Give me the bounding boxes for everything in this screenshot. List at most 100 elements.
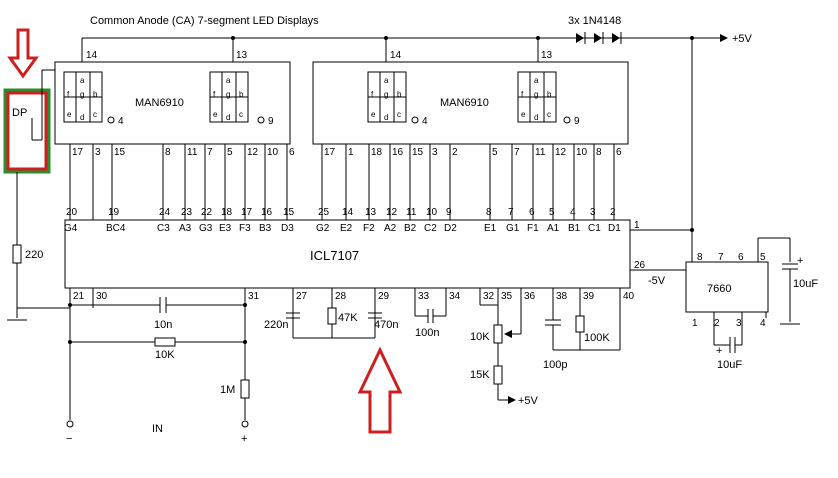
c-top-label: 10uF <box>793 278 818 290</box>
display-right-pin-14: 14 <box>390 50 402 61</box>
icl7107-pin-number: 12 <box>386 207 398 218</box>
segment-letter: f <box>213 90 216 99</box>
segment-letter: d <box>80 113 84 122</box>
diode-string <box>576 32 622 44</box>
icl7107-bottom-pin-number: 32 <box>483 291 495 302</box>
icl7107-bottom-pin-number: 40 <box>623 291 635 302</box>
segment-letter: e <box>371 110 376 119</box>
segment-letter: g <box>534 90 538 99</box>
c-az-label: 470n <box>374 319 398 331</box>
icl7107-pin-name: C3 <box>157 223 170 234</box>
display-right-digit-pin-2: 9 <box>574 116 580 127</box>
icl7107-bottom-pin-number: 33 <box>418 291 430 302</box>
icl7107-pin-number: 16 <box>261 207 273 218</box>
icl7660-label: 7660 <box>707 283 731 295</box>
icl7107-pin-name: G3 <box>199 223 213 234</box>
display-right <box>312 61 629 145</box>
icl7107-pin-name: A1 <box>547 223 560 234</box>
c-ref-label: 10n <box>154 319 172 331</box>
segment-letter: g <box>80 90 84 99</box>
icl7107-pin-number: 6 <box>529 207 535 218</box>
icl7107-bottom-pin-number: 28 <box>335 291 347 302</box>
icl7107-bottom-pin-number: 27 <box>296 291 308 302</box>
icl7107-pin-1: 1 <box>634 220 640 231</box>
icl7107-pin-name: G4 <box>64 223 78 234</box>
pot-resistor[interactable] <box>493 324 503 344</box>
icl7107-pin-name: D2 <box>444 223 457 234</box>
icl7660-top-pin: 7 <box>718 252 724 263</box>
digit-right-2 <box>517 71 557 123</box>
display-left-pin-number: 3 <box>95 147 101 158</box>
display-left-pin-number: 12 <box>247 147 259 158</box>
icl7107-pin-name: E1 <box>484 223 497 234</box>
segment-letter: c <box>397 110 401 119</box>
display-left-digit-pin-1: 4 <box>118 116 124 127</box>
icl7107-pin-number: 22 <box>201 207 213 218</box>
display-right-pin-number: 15 <box>412 147 424 158</box>
display-right-pin-number: 2 <box>452 147 458 158</box>
icl7107-bottom-pin-number: 34 <box>449 291 461 302</box>
dp-highlight-inner <box>6 91 48 171</box>
icl7660-top-pin: 8 <box>697 252 703 263</box>
display-right-pin-number: 1 <box>348 147 354 158</box>
display-left-pin-number: 8 <box>165 147 171 158</box>
input-plus-terminal[interactable] <box>241 420 249 428</box>
display-right-pin-number: 3 <box>432 147 438 158</box>
input-minus-terminal[interactable] <box>66 420 74 428</box>
icl7107-pin-26: 26 <box>634 260 646 271</box>
c-bottom-label: 10uF <box>717 359 742 371</box>
display-right-pin-number: 11 <box>535 147 546 158</box>
icl7107-pin-name: B2 <box>404 223 417 234</box>
display-right-pin-number: 5 <box>492 147 498 158</box>
icl7107-pin-number: 24 <box>159 207 171 218</box>
icl7107-pin-number: 8 <box>486 207 492 218</box>
r-15k-resistor <box>493 365 503 385</box>
neg-supply-label: -5V <box>648 275 666 287</box>
icl7107-pin-name: B1 <box>568 223 581 234</box>
icl7107-top-pins: 20G419BC424C323A322G318E317F316B315D325G… <box>64 207 621 234</box>
r-osc-label: 100K <box>584 332 610 344</box>
dp-highlight-box <box>3 88 51 174</box>
c-ref2-label: 100n <box>415 327 439 339</box>
icl7107-bottom-pin-number: 29 <box>378 291 390 302</box>
display-right-pin-number: 8 <box>596 147 602 158</box>
segment-letter: a <box>80 76 85 85</box>
icl7660-bottom-pin: 2 <box>714 318 720 329</box>
icl7107-pin-number: 23 <box>181 207 193 218</box>
icl7660-top-pin: 5 <box>760 252 766 263</box>
display-left-pin-number: 10 <box>267 147 279 158</box>
icl7107-pin-number: 4 <box>570 207 576 218</box>
r-dp-resistor <box>12 244 22 264</box>
segment-letter: g <box>384 90 388 99</box>
display-left-pin-number: 5 <box>227 147 233 158</box>
input-label: IN <box>152 423 163 435</box>
segment-letter: b <box>547 90 552 99</box>
display-right-pin-number: 7 <box>514 147 520 158</box>
display-left-pin-number: 17 <box>72 147 84 158</box>
icl7107-label: ICL7107 <box>310 248 359 263</box>
segment-letter: d <box>226 113 230 122</box>
r-int-label: 47K <box>338 312 358 324</box>
display-left-digit-pin-2: 9 <box>268 116 274 127</box>
segment-letter: f <box>521 90 524 99</box>
segment-letter: e <box>521 110 526 119</box>
icl7107-pin-name: F2 <box>363 223 375 234</box>
segment-letter: e <box>67 110 72 119</box>
icl7107-pin-number: 11 <box>406 207 417 218</box>
icl7107-bottom-pin-number: 39 <box>583 291 595 302</box>
segment-letter: b <box>397 90 402 99</box>
display-right-pin-13: 13 <box>541 50 553 61</box>
r-15k-label: 15K <box>470 369 490 381</box>
icl7107-pin-number: 14 <box>342 207 354 218</box>
display-right-pin-number: 12 <box>555 147 567 158</box>
r-1m-label: 1M <box>220 384 235 396</box>
vcc-arrow-icon <box>720 34 728 42</box>
icl7107-pin-name: B3 <box>259 223 272 234</box>
diode-label: 3x 1N4148 <box>568 15 621 27</box>
segment-letter: c <box>93 110 97 119</box>
icl7107-bottom-pin-number: 38 <box>556 291 568 302</box>
icl7107-pin-number: 18 <box>221 207 233 218</box>
segment-letter: c <box>547 110 551 119</box>
icl7107-pin-name: G1 <box>506 223 520 234</box>
